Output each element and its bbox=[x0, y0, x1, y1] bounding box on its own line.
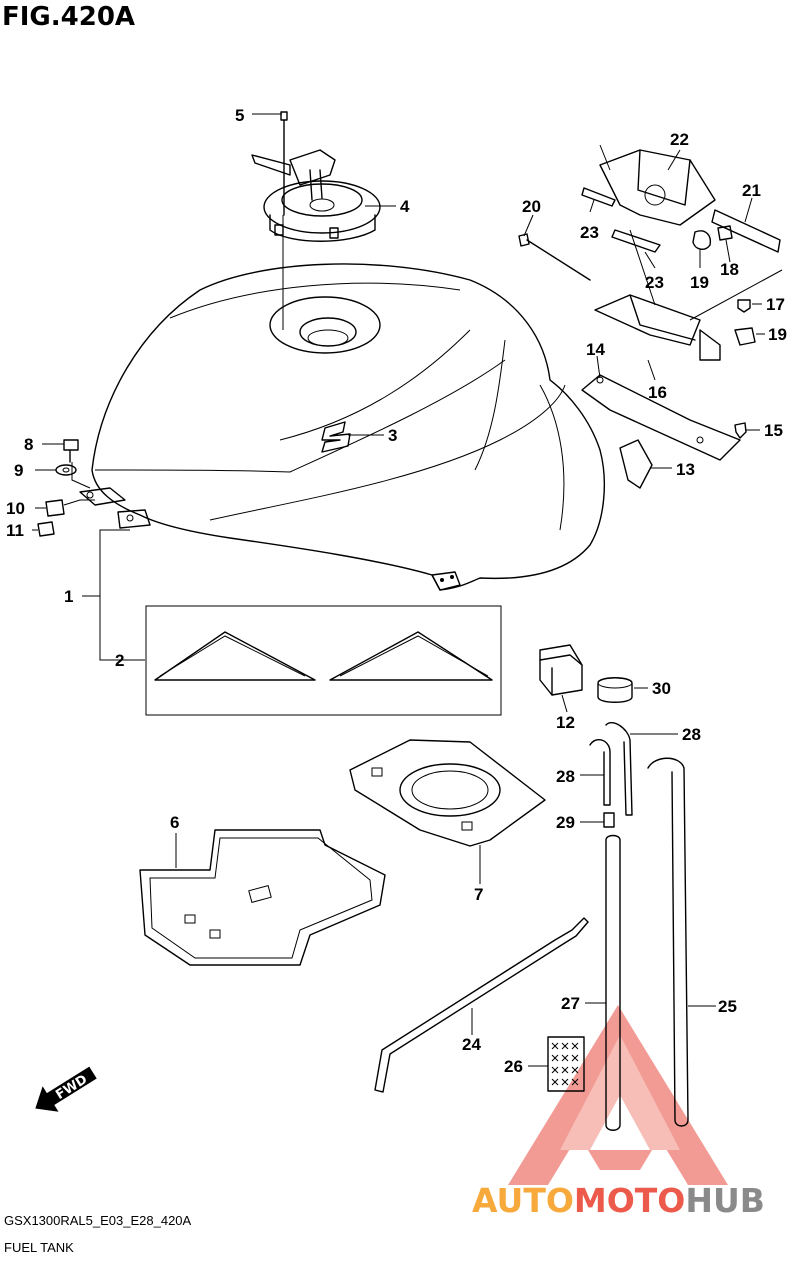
forward-arrow-icon: FWD bbox=[35, 1066, 97, 1112]
callout-7: 7 bbox=[474, 885, 483, 904]
callout-26: 26 bbox=[504, 1057, 523, 1076]
callout-18: 18 bbox=[720, 260, 739, 279]
callout-24: 24 bbox=[462, 1035, 481, 1054]
callout-16: 16 bbox=[648, 383, 667, 402]
callout-15: 15 bbox=[764, 421, 783, 440]
watermark-part-auto: AUTO bbox=[472, 1181, 574, 1220]
callout-20: 20 bbox=[522, 197, 541, 216]
tank-decal-group bbox=[82, 529, 502, 716]
callout-4: 4 bbox=[400, 197, 410, 216]
watermark-part-hub: HUB bbox=[685, 1181, 765, 1220]
figure-name: FUEL TANK bbox=[4, 1240, 74, 1255]
drain-rod-and-sheet bbox=[374, 917, 589, 1093]
callout-21: 21 bbox=[742, 181, 761, 200]
callout-1: 1 bbox=[64, 587, 73, 606]
callout-13: 13 bbox=[676, 460, 695, 479]
callout-17: 17 bbox=[766, 295, 785, 314]
callout-12: 12 bbox=[556, 713, 575, 732]
small-rubber-parts bbox=[539, 644, 633, 703]
callout-5: 5 bbox=[235, 106, 244, 125]
fuel-hoses bbox=[589, 722, 689, 1131]
callout-28-right: 28 bbox=[682, 725, 701, 744]
watermark-logo bbox=[508, 1005, 728, 1185]
leader-lines bbox=[32, 113, 765, 1067]
callout-10: 10 bbox=[6, 499, 25, 518]
forward-arrow-label: FWD bbox=[53, 1072, 90, 1103]
callout-19-lower: 19 bbox=[768, 325, 787, 344]
callout-labels: 5 4 3 8 9 10 11 1 2 22 21 20 23 23 19 18… bbox=[6, 106, 787, 1076]
callout-14: 14 bbox=[586, 340, 605, 359]
callout-22: 22 bbox=[670, 130, 689, 149]
callout-23-upper: 23 bbox=[580, 223, 599, 242]
callout-8: 8 bbox=[24, 435, 33, 454]
callout-3: 3 bbox=[388, 426, 397, 445]
protector-plates bbox=[139, 739, 546, 966]
callout-2: 2 bbox=[115, 651, 124, 670]
callout-19-upper: 19 bbox=[690, 273, 709, 292]
callout-30: 30 bbox=[652, 679, 671, 698]
callout-9: 9 bbox=[14, 461, 23, 480]
figure-title: FIG.420A bbox=[2, 2, 136, 32]
front-mount-hardware bbox=[37, 439, 95, 537]
fuel-cap-assembly bbox=[251, 111, 381, 330]
callout-27: 27 bbox=[561, 994, 580, 1013]
callout-29: 29 bbox=[556, 813, 575, 832]
figure-code: GSX1300RAL5_E03_E28_420A bbox=[4, 1213, 192, 1228]
watermark-part-moto: MOTO bbox=[574, 1181, 685, 1220]
callout-6: 6 bbox=[170, 813, 179, 832]
watermark-text: AUTOMOTOHUB bbox=[472, 1181, 765, 1220]
callout-23-lower: 23 bbox=[645, 273, 664, 292]
callout-25: 25 bbox=[718, 997, 737, 1016]
fuel-tank bbox=[79, 263, 606, 591]
callout-11: 11 bbox=[6, 521, 24, 540]
callout-28-left: 28 bbox=[556, 767, 575, 786]
